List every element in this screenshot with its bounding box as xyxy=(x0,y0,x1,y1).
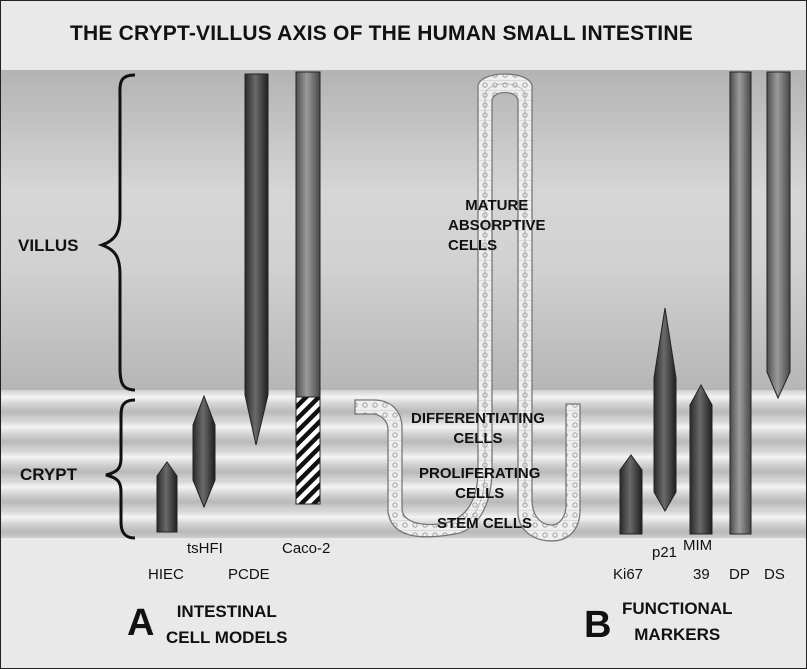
frame-border xyxy=(0,0,807,669)
crypt-villus-diagram: THE CRYPT-VILLUS AXIS OF THE HUMAN SMALL… xyxy=(0,0,807,669)
